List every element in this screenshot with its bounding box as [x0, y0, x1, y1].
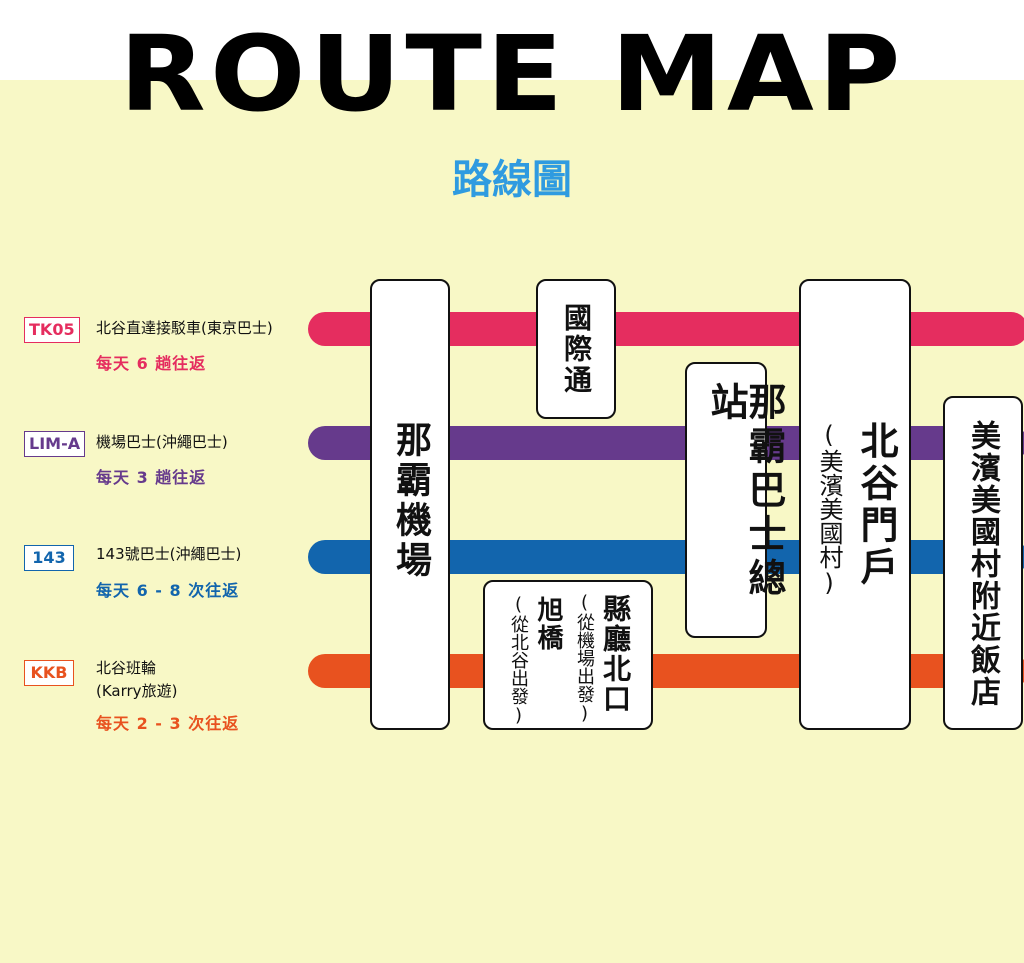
route-frequency-tk05: 每天 6 趟往返 [96, 354, 207, 373]
station-chatan-gate: 北谷門戶 (美濱美國村) [799, 279, 911, 730]
route-name-tk05: 北谷直達接駁車(東京巴士) [96, 319, 273, 337]
header-band [0, 0, 1024, 80]
page-title: ROUTE MAP [119, 13, 905, 135]
route-frequency-143: 每天 6 - 8 次往返 [96, 581, 240, 600]
station-naha-airport-label: 那霸機場 [390, 421, 431, 581]
route-code-badge-tk05: TK05 [24, 317, 80, 343]
route-frequency-kkb: 每天 2 - 3 次往返 [96, 714, 240, 733]
station-kokusai-dori: 國際通 [536, 279, 616, 419]
route-frequency-lim-a: 每天 3 趟往返 [96, 468, 207, 487]
station-kokusai-dori-label: 國際通 [560, 303, 593, 396]
station-hotels-label: 美濱美國村附近飯店 [965, 420, 1000, 708]
page-subtitle: 路線圖 [452, 157, 572, 203]
station-prefectural-office-asahibashi: 縣廳北口 (從機場出發) 旭橋 (從北谷出發) [483, 580, 653, 730]
station-prefectural-office-note: (從機場出發) [574, 592, 595, 724]
station-hotels: 美濱美國村附近飯店 [943, 396, 1023, 730]
route-code-badge-lim-a: LIM-A [24, 431, 86, 457]
station-chatan-gate-note: (美濱美國村) [815, 421, 843, 597]
station-asahibashi-label: 旭橋 [533, 596, 563, 652]
route-code-badge-143: 143 [24, 545, 74, 571]
station-asahibashi-note: (從北谷出發) [508, 594, 529, 726]
route-name-lim-a: 機場巴士(沖繩巴士) [96, 433, 228, 451]
station-naha-bus-terminal: 那霸巴士總站 [685, 362, 786, 638]
route-code-badge-kkb: KKB [24, 660, 74, 686]
route-name-kkb: 北谷班輪 [96, 659, 157, 677]
route-name-143: 143號巴士(沖繩巴士) [96, 545, 242, 563]
station-naha-bus-terminal-label: 那霸巴士總站 [704, 382, 786, 602]
station-chatan-gate-label: 北谷門戶 [854, 421, 898, 589]
station-naha-airport: 那霸機場 [370, 279, 450, 730]
route-name-kkb-operator: (Karry旅遊) [96, 682, 178, 700]
station-prefectural-office-label: 縣廳北口 [599, 594, 632, 714]
